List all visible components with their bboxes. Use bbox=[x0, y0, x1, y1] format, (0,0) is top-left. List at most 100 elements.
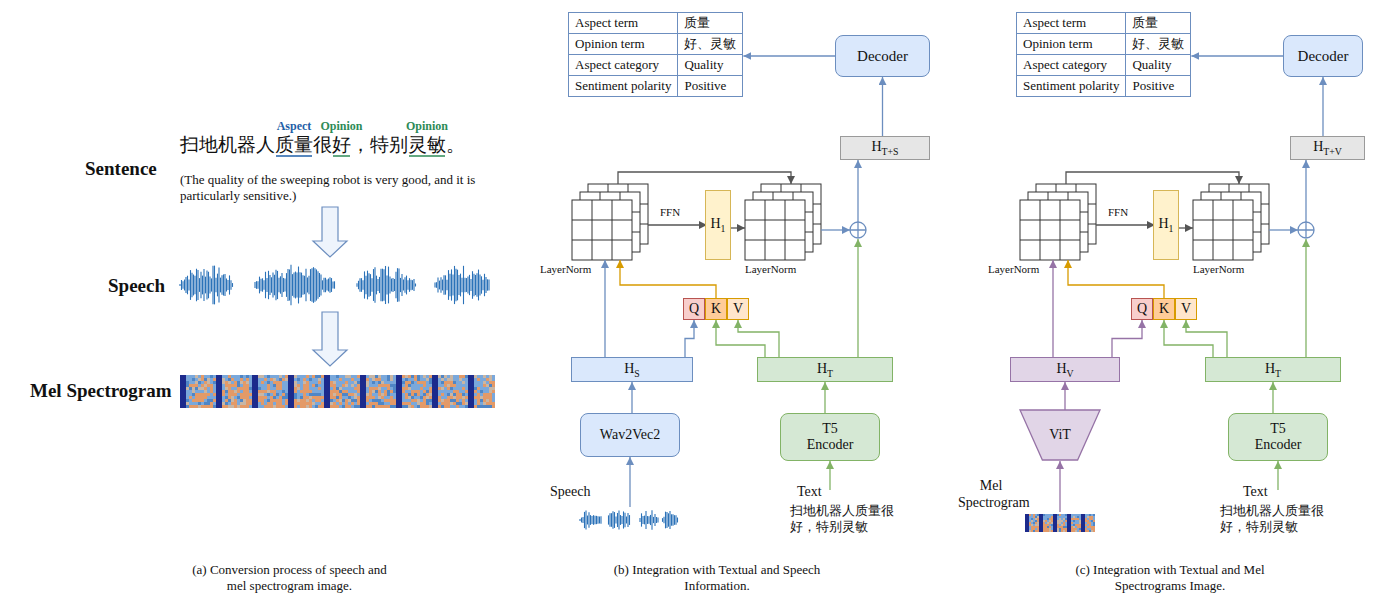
feature-arrow bbox=[1177, 227, 1193, 228]
table-cell: Aspect category bbox=[1017, 55, 1126, 76]
attention-arrow bbox=[1068, 260, 1164, 298]
query-box: Q bbox=[1131, 298, 1153, 320]
row-label: Mel Spectrogram bbox=[30, 380, 172, 403]
row-label: Speech bbox=[108, 275, 165, 298]
node-label: T5 Encoder bbox=[799, 421, 861, 453]
table-cell: Quality bbox=[678, 55, 743, 76]
key-box: K bbox=[705, 298, 727, 320]
symbol-subscript: 1 bbox=[721, 223, 726, 234]
feature-matrix bbox=[1020, 184, 1096, 260]
decoder-box: Decoder bbox=[1283, 35, 1363, 77]
symbol-subscript: T bbox=[827, 367, 833, 378]
symbol-letter: H bbox=[710, 216, 720, 231]
node-label: T5 Encoder bbox=[1247, 421, 1309, 453]
image-feature-box: HV bbox=[1010, 357, 1120, 382]
symbol-subscript: T+S bbox=[882, 146, 899, 157]
feature-arrow bbox=[729, 227, 745, 228]
node-label: K bbox=[1159, 301, 1169, 317]
row-label: Sentence bbox=[85, 158, 157, 181]
term-underline bbox=[276, 155, 312, 157]
table-cell: Sentiment polarity bbox=[569, 76, 678, 97]
text-feature-box: HT bbox=[1205, 357, 1341, 382]
query-input-arrow bbox=[1052, 260, 1053, 357]
speech-encoder-box: Wav2Vec2 bbox=[580, 413, 680, 457]
residual-arrow bbox=[1066, 172, 1239, 184]
sum-arrow bbox=[821, 229, 850, 230]
symbol-subscript: S bbox=[634, 367, 639, 378]
decoder-box: Decoder bbox=[835, 35, 930, 77]
text-feature-box: HT bbox=[757, 357, 893, 382]
aspect-tag: Aspect bbox=[277, 119, 312, 133]
node-label: Wav2Vec2 bbox=[600, 427, 660, 443]
text-encoder-box: T5 Encoder bbox=[780, 413, 880, 461]
flow-arrow bbox=[716, 320, 765, 357]
input-arrow bbox=[1059, 461, 1060, 512]
waveform bbox=[580, 510, 678, 529]
table-cell: 好、灵敏 bbox=[1126, 34, 1191, 55]
text-encoder-box: T5 Encoder bbox=[1228, 413, 1328, 461]
fused-feature-box: HT+V bbox=[1290, 136, 1365, 160]
input-label: Mel Spectrogram bbox=[958, 478, 1024, 512]
table-cell: Aspect category bbox=[569, 55, 678, 76]
flow-arrow bbox=[743, 55, 835, 56]
symbol-letter: H bbox=[1158, 216, 1168, 231]
flow-arrow bbox=[1272, 382, 1273, 413]
input-label: Text bbox=[797, 484, 822, 501]
table-cell: 质量 bbox=[678, 13, 743, 34]
flow-arrow bbox=[1164, 320, 1213, 357]
mel-spectrogram bbox=[1025, 514, 1095, 532]
caption: (c) Integration with Textual and Mel Spe… bbox=[1055, 562, 1285, 593]
symbol-letter: H bbox=[817, 361, 827, 376]
key-box: K bbox=[1153, 298, 1175, 320]
fused-feature-box: HT+S bbox=[840, 136, 930, 160]
opinion-tag: Opinion bbox=[406, 119, 448, 133]
node-label: HS bbox=[624, 361, 640, 379]
caption: (b) Integration with Textual and Speech … bbox=[612, 562, 822, 593]
flow-arrow bbox=[1064, 382, 1065, 410]
flow-arrow bbox=[1322, 77, 1323, 136]
node-label: Q bbox=[689, 301, 699, 317]
table-cell: Positive bbox=[1126, 76, 1191, 97]
table-cell: 质量 bbox=[1126, 13, 1191, 34]
feature-matrix bbox=[745, 184, 821, 260]
ffn-arrow bbox=[648, 224, 707, 225]
symbol-letter: H bbox=[1056, 361, 1066, 376]
node-label: H1 bbox=[1158, 216, 1173, 234]
speech-feature-box: HS bbox=[571, 357, 693, 382]
node-label: HT bbox=[817, 361, 833, 379]
layernorm-label: LayerNorm bbox=[988, 263, 1039, 276]
table-cell: Aspect term bbox=[1017, 13, 1126, 34]
text-residual-arrow bbox=[857, 239, 858, 357]
symbol-subscript: V bbox=[1067, 367, 1074, 378]
input-arrow bbox=[629, 457, 630, 507]
layernorm-label: LayerNorm bbox=[1193, 263, 1244, 276]
query-input-arrow bbox=[604, 260, 605, 357]
example-sentence: 扫地机器人质量很好，特别灵敏。 bbox=[180, 134, 465, 157]
sum-arrow bbox=[1269, 229, 1298, 230]
ffn-label: FFN bbox=[660, 206, 680, 219]
table-cell: Sentiment polarity bbox=[1017, 76, 1126, 97]
flow-arrow bbox=[1186, 320, 1227, 357]
fusion-arrow bbox=[1305, 160, 1306, 222]
term-underline bbox=[409, 155, 445, 157]
opinion-tag: Opinion bbox=[320, 119, 362, 133]
input-arrow bbox=[1277, 461, 1278, 490]
node-label: ViT bbox=[1049, 427, 1071, 443]
output-table: Aspect term质量Opinion term好、灵敏Aspect cate… bbox=[1016, 12, 1191, 97]
node-label: Q bbox=[1137, 301, 1147, 317]
feature-matrix bbox=[1193, 184, 1269, 260]
mel-spectrogram bbox=[180, 375, 495, 408]
text-residual-arrow bbox=[1305, 239, 1306, 357]
symbol-letter: H bbox=[871, 139, 881, 154]
symbol-subscript: 1 bbox=[1169, 223, 1174, 234]
hidden-feature-box: H1 bbox=[705, 190, 730, 260]
input-arrow bbox=[829, 461, 830, 490]
layernorm-label: LayerNorm bbox=[745, 263, 796, 276]
node-label: K bbox=[711, 301, 721, 317]
node-label: HT+V bbox=[1313, 139, 1342, 157]
node-label: Decoder bbox=[1298, 48, 1349, 65]
add-symbol bbox=[850, 222, 866, 238]
query-box: Q bbox=[683, 298, 705, 320]
table-cell: Positive bbox=[678, 76, 743, 97]
value-box: V bbox=[1175, 298, 1197, 320]
